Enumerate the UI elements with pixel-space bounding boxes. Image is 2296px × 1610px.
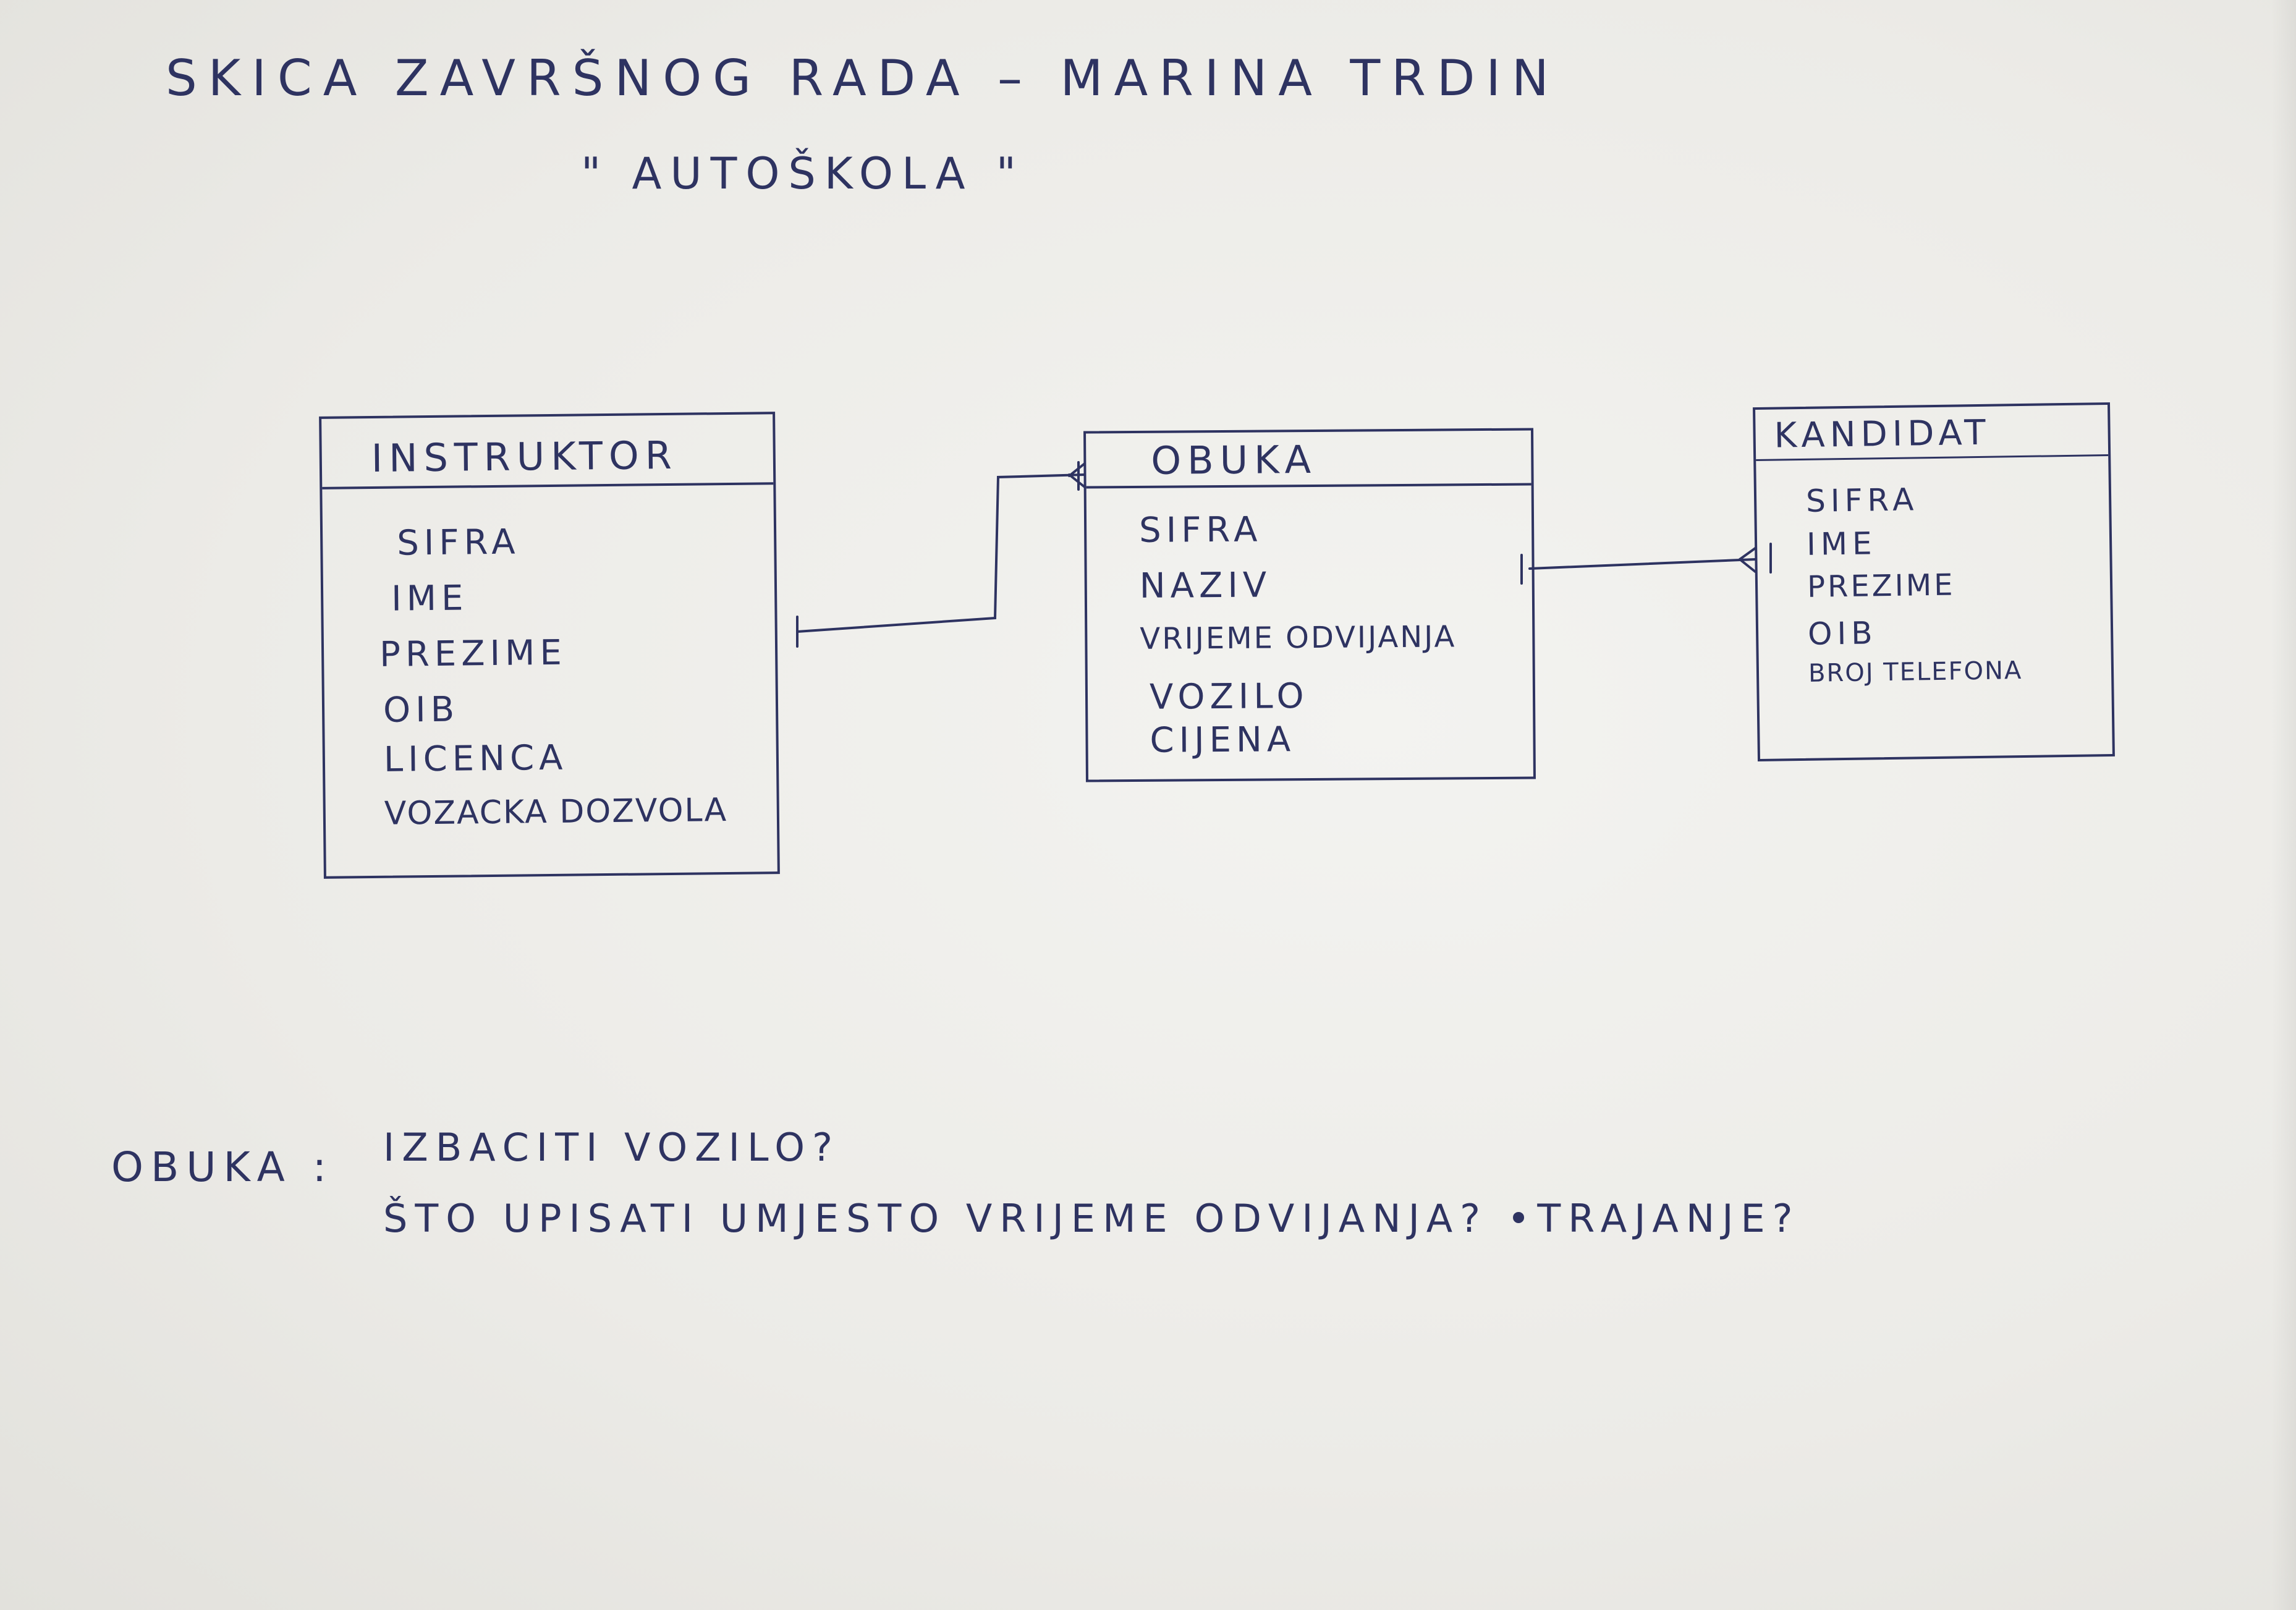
note-line-1: IZBACITI VOZILO? [383,1125,840,1170]
kandidat-many-marker-top [1739,547,1756,561]
obuka-many-marker-bottom [1068,473,1086,488]
sketch-title: SKICA ZAVRŠNOG RADA – MARINA TRDIN [166,49,1560,107]
note-line-2: ŠTO UPISATI UMJESTO VRIJEME ODVIJANJA? •… [383,1196,1800,1241]
relationship-obuka-kandidat [1528,558,1756,570]
relationship-instruktor-obuka [796,473,1086,633]
obuka-many-marker-top [1068,462,1086,477]
sketch-subtitle: " AUTOŠKOLA " [581,148,1025,199]
paper-edge-shadow [2271,0,2296,1610]
kandidat-many-marker-bottom [1739,558,1756,573]
note-label: OBUKA : [111,1143,334,1191]
